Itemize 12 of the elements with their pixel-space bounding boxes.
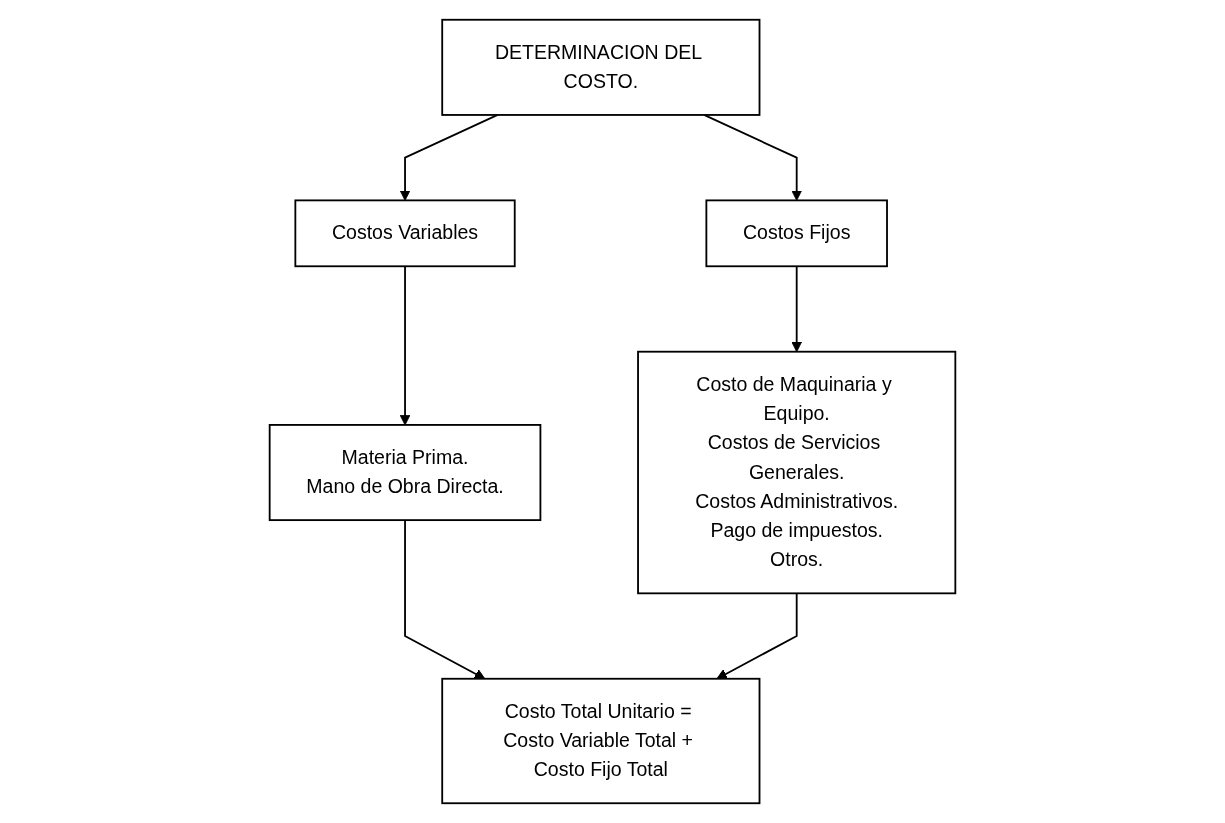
- node-box: Costo de Maquinaria y Equipo. Costos de Servicios Generales. Costos Administrativos. Pago de impuestos. Otros.: [637, 350, 957, 595]
- arrow: [791, 265, 803, 353]
- arrow: [716, 592, 798, 680]
- node-box: Costos Fijos: [705, 199, 888, 268]
- arrow: [404, 519, 486, 680]
- arrow: [399, 265, 411, 426]
- node-box: DETERMINACION DEL COSTO.: [441, 18, 761, 116]
- node-box: Materia Prima. Mano de Obra Directa.: [268, 424, 542, 522]
- arrow: [703, 114, 803, 201]
- node-box: Costo Total Unitario = Costo Variable Total + Costo Fijo Total: [441, 677, 761, 805]
- arrow: [399, 114, 499, 201]
- node-box: Costos Variables: [294, 199, 516, 268]
